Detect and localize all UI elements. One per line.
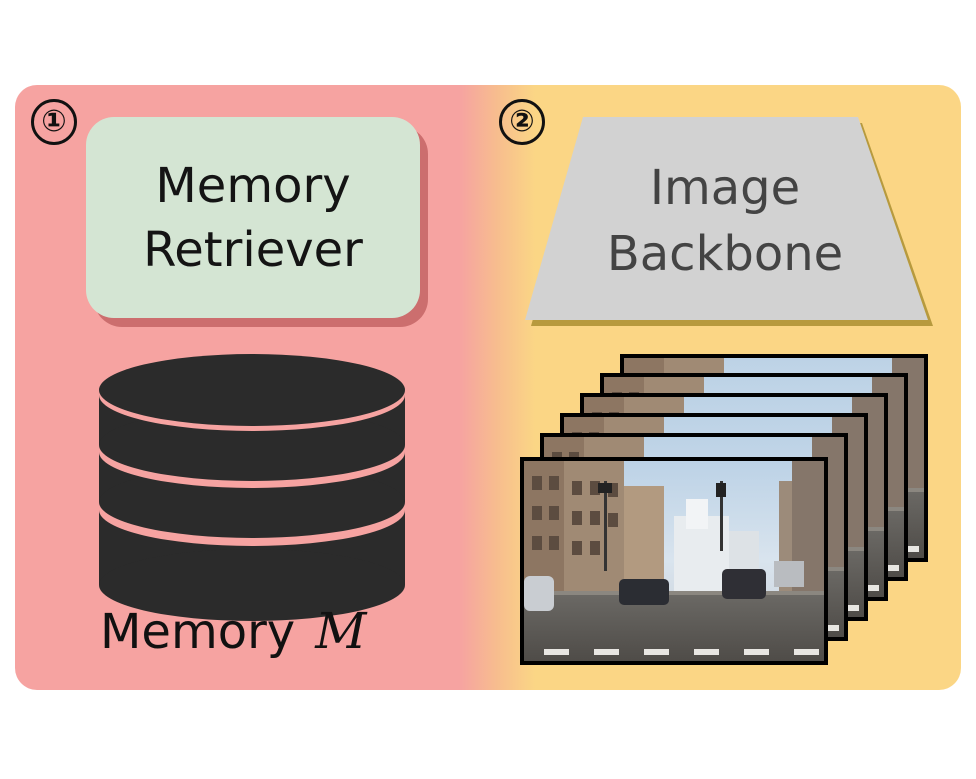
memory-label: Memory M — [100, 602, 366, 666]
memory-label-text: Memory — [100, 604, 296, 660]
image-backbone-box — [525, 117, 928, 320]
image-backbone-line2: Backbone — [606, 226, 844, 282]
frame-1 — [520, 457, 828, 665]
step-1-badge: ① — [31, 99, 77, 145]
memory-retriever-line2: Retriever — [143, 221, 363, 278]
memory-retriever-box: Memory Retriever — [86, 117, 420, 318]
memory-retriever-line1: Memory — [155, 157, 351, 214]
database-icon — [99, 354, 405, 621]
camera-frames-stack — [520, 354, 928, 665]
step-2-badge: ② — [499, 99, 545, 145]
memory-symbol: M — [315, 602, 367, 660]
image-backbone-line1: Image — [649, 160, 801, 216]
image-backbone-label: Image Backbone — [560, 155, 890, 287]
